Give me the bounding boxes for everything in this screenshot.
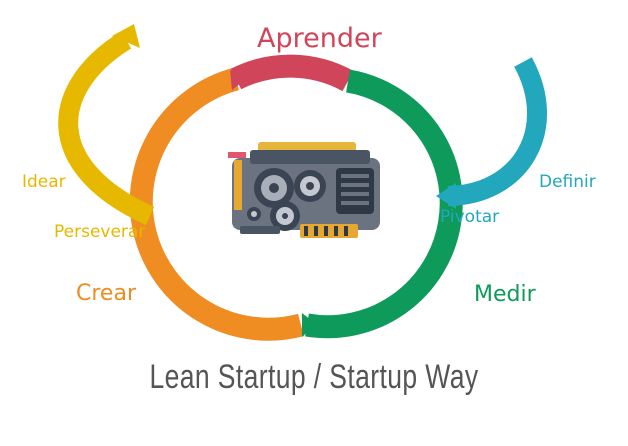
definir-label: Definir bbox=[539, 172, 596, 192]
medir-arrowhead bbox=[302, 313, 316, 337]
idear-arrowhead bbox=[112, 24, 140, 48]
crear-label: Crear bbox=[76, 281, 136, 306]
crear-arc bbox=[129, 67, 304, 341]
aprender-arrowhead bbox=[230, 70, 246, 90]
medir-arc bbox=[305, 69, 463, 339]
aprender-label: Aprender bbox=[257, 23, 382, 54]
medir-label: Medir bbox=[474, 282, 536, 307]
aprender-arc bbox=[230, 54, 354, 92]
pivotar-label: Pivotar bbox=[440, 207, 500, 227]
perseverar-label: Perseverar bbox=[54, 222, 146, 242]
definir-arrowhead bbox=[436, 183, 456, 209]
diagram-title: Lean Startup / Startup Way bbox=[149, 358, 479, 396]
engine-icon bbox=[228, 142, 380, 238]
idear-loop bbox=[58, 31, 155, 226]
idear-label: Idear bbox=[22, 172, 66, 192]
definir-loop bbox=[447, 57, 548, 206]
